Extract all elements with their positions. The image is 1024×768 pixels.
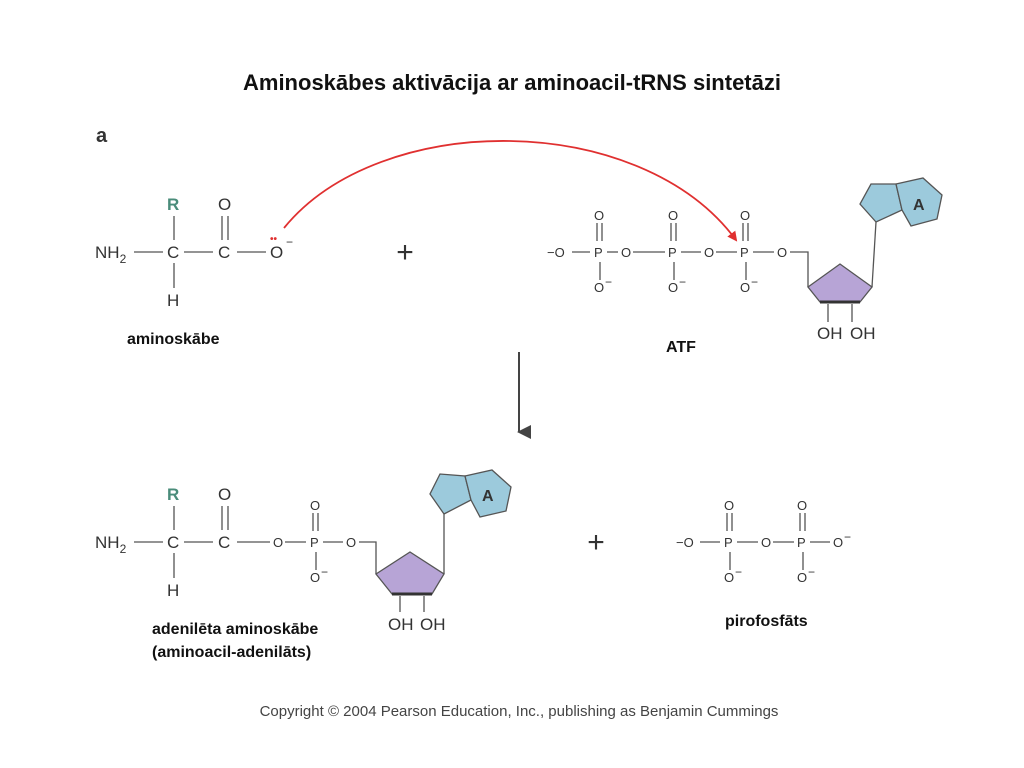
- atp-adenine-six-ring: [895, 177, 943, 227]
- product-carbonyl-oxygen-label: O: [218, 485, 231, 504]
- ppi-p2-oxygen-bottom: O: [797, 570, 807, 585]
- ppi-phosphorus-1: P: [724, 535, 733, 550]
- ppi-right-charge: −: [844, 530, 851, 544]
- product-phosphate-charge: −: [321, 565, 328, 579]
- atp-alpha-charge: −: [751, 275, 758, 289]
- atp-beta-oxygen-top: O: [668, 208, 678, 223]
- atp-ribose-hydroxyl-1: OH: [817, 324, 843, 343]
- product-bridge-oxygen: O: [273, 535, 283, 550]
- alpha-hydrogen-label: H: [167, 291, 179, 310]
- ppi-right-oxygen: O: [833, 535, 843, 550]
- alpha-carbon-label: C: [167, 243, 179, 262]
- atp-bridge-oxygen-2: O: [704, 245, 714, 260]
- product-phosphate-oxygen-bottom: O: [310, 570, 320, 585]
- product-adenine-letter: A: [482, 488, 494, 505]
- atp-terminal-oxygen: −O: [547, 245, 565, 260]
- page-title: Aminoskābes aktivācija ar aminoacil-tRNS…: [243, 70, 781, 95]
- atp-gamma-phosphorus: P: [594, 245, 603, 260]
- product-ribose-ring: [375, 551, 445, 595]
- amino-acid-structure: NH2 C R H C O O − ••: [95, 195, 293, 310]
- aminoacyl-adenylate-structure: NH2 C R H C O O P O O − O OH OH: [95, 469, 512, 634]
- atp-ribose-hydroxyl-2: OH: [850, 324, 876, 343]
- atp-alpha-phosphorus: P: [740, 245, 749, 260]
- atp-gamma-charge: −: [605, 275, 612, 289]
- product-alpha-carbon-label: C: [167, 533, 179, 552]
- ppi-p2-oxygen-top: O: [797, 498, 807, 513]
- carboxylate-charge: −: [286, 235, 293, 249]
- product-ribose-hydroxyl-2: OH: [420, 615, 446, 634]
- ppi-p2-charge: −: [808, 565, 815, 579]
- atp-beta-oxygen-bottom: O: [668, 280, 678, 295]
- product-ester-oxygen: O: [346, 535, 356, 550]
- carboxyl-carbon-label: C: [218, 243, 230, 262]
- adenylated-amino-acid-label-line2: (aminoacil-adenilāts): [152, 644, 311, 661]
- ppi-p1-oxygen-top: O: [724, 498, 734, 513]
- plus-sign-bottom: +: [587, 526, 605, 559]
- panel-label: a: [96, 125, 108, 147]
- product-phosphate-oxygen-top: O: [310, 498, 320, 513]
- carboxylate-oxygen-label: O: [270, 243, 283, 262]
- atp-gamma-oxygen-top: O: [594, 208, 604, 223]
- product-amine-group-label: NH2: [95, 533, 127, 556]
- product-alpha-hydrogen-label: H: [167, 581, 179, 600]
- product-adenine-five-ring: [429, 473, 472, 515]
- ppi-p1-oxygen-bottom: O: [724, 570, 734, 585]
- ppi-phosphorus-2: P: [797, 535, 806, 550]
- pyrophosphate-label: pirofosfāts: [725, 613, 808, 630]
- product-ribose-hydroxyl-1: OH: [388, 615, 414, 634]
- carbonyl-oxygen-label: O: [218, 195, 231, 214]
- amine-group-label: NH2: [95, 243, 127, 266]
- product-carbonyl-carbon-label: C: [218, 533, 230, 552]
- atp-ester-oxygen: O: [777, 245, 787, 260]
- atp-label: ATF: [666, 339, 696, 356]
- copyright-notice: Copyright © 2004 Pearson Education, Inc.…: [260, 703, 779, 720]
- amino-acid-label: aminoskābe: [127, 331, 220, 348]
- atp-adenine-five-ring: [859, 183, 903, 223]
- product-phosphorus: P: [310, 535, 319, 550]
- nucleophilic-attack-arrow: [283, 140, 738, 242]
- atp-alpha-oxygen-top: O: [740, 208, 750, 223]
- ppi-left-oxygen: −O: [676, 535, 694, 550]
- atp-ribose-ring: [807, 263, 873, 303]
- product-adenine-six-ring: [464, 469, 512, 518]
- atp-alpha-oxygen-bottom: O: [740, 280, 750, 295]
- product-r-group-label: R: [167, 485, 179, 504]
- ppi-bridge-oxygen: O: [761, 535, 771, 550]
- atp-adenine-letter: A: [913, 197, 925, 214]
- atp-bridge-oxygen-1: O: [621, 245, 631, 260]
- atp-structure: −O P O O − O P O O − O P O O − O: [547, 177, 943, 343]
- pyrophosphate-structure: −O P O O − O P O O − O −: [676, 498, 851, 585]
- atp-beta-phosphorus: P: [668, 245, 677, 260]
- r-group-label: R: [167, 195, 179, 214]
- atp-gamma-oxygen-bottom: O: [594, 280, 604, 295]
- atp-beta-charge: −: [679, 275, 686, 289]
- lone-pair-dots: ••: [270, 234, 278, 245]
- plus-sign-top: +: [396, 236, 414, 269]
- ppi-p1-charge: −: [735, 565, 742, 579]
- adenylated-amino-acid-label-line1: adenilēta aminoskābe: [152, 621, 318, 638]
